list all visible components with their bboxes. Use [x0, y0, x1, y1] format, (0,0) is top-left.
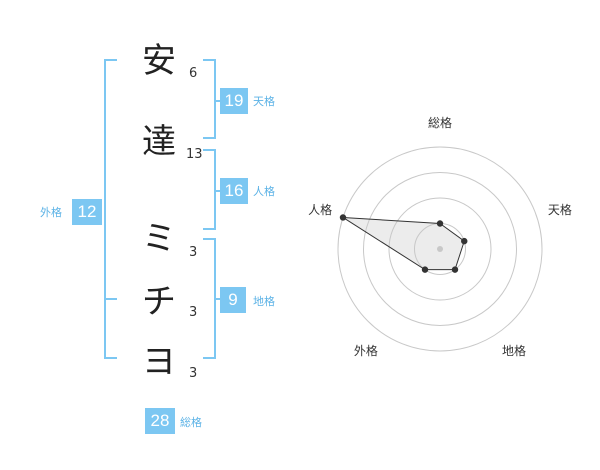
- tenkaku-bracket-vertical: [214, 59, 216, 139]
- chikaku-label: 地格: [253, 295, 275, 308]
- jinkaku-bracket-vertical: [214, 149, 216, 230]
- radar-ring-4: [337, 146, 543, 352]
- radar-ring-3: [363, 172, 517, 326]
- tenkaku-bracket-bottom: [203, 137, 216, 139]
- gaikaku-value: 12: [72, 199, 102, 225]
- radar-axis-label-1: 総格: [428, 115, 452, 130]
- stroke-count-4: 3: [189, 305, 198, 320]
- name-char-5: ヨ: [142, 342, 176, 382]
- tenkaku-value: 19: [220, 88, 248, 114]
- radar-center: [437, 246, 443, 252]
- outer-bracket-vertical: [104, 59, 106, 359]
- soukaku-label: 総格: [180, 416, 202, 429]
- chikaku-connector: [214, 298, 220, 300]
- tenkaku-connector: [214, 100, 220, 102]
- name-char-1: 安: [142, 41, 176, 81]
- radar-point-1: [436, 220, 444, 227]
- soukaku-value: 28: [145, 408, 175, 434]
- jinkaku-bracket-top: [203, 149, 216, 151]
- radar-area: [342, 216, 465, 271]
- radar-point-2: [461, 237, 468, 245]
- name-char-4: チ: [142, 282, 176, 322]
- stroke-count-3: 3: [189, 245, 198, 260]
- stroke-count-5: 3: [189, 366, 198, 381]
- name-char-3: ミ: [142, 219, 176, 259]
- radar-point-3: [451, 266, 459, 273]
- stroke-count-2: 13: [186, 147, 203, 162]
- tenkaku-label: 天格: [253, 95, 275, 108]
- name-char-2: 達: [142, 122, 176, 162]
- tenkaku-bracket-top: [203, 59, 216, 61]
- radar-point-5: [339, 214, 347, 221]
- outer-bracket-top: [104, 59, 117, 61]
- chikaku-value: 9: [220, 287, 246, 313]
- radar-ring-2: [388, 197, 492, 301]
- radar-axis-label-3: 地格: [502, 343, 526, 358]
- jinkaku-bracket-bottom: [203, 228, 216, 230]
- outer-bracket-mid: [104, 298, 117, 300]
- radar-axis-label-2: 天格: [548, 202, 572, 217]
- radar-axis-label-4: 外格: [354, 343, 378, 358]
- jinkaku-value: 16: [220, 178, 248, 204]
- chikaku-bracket-bottom: [203, 357, 216, 359]
- chikaku-bracket-top: [203, 238, 216, 240]
- jinkaku-label: 人格: [253, 185, 275, 198]
- gaikaku-label: 外格: [40, 206, 62, 219]
- radar-point-4: [421, 266, 429, 273]
- stroke-count-1: 6: [189, 66, 198, 81]
- radar-axis-label-5: 人格: [308, 202, 332, 217]
- outer-bracket-bottom: [104, 357, 117, 359]
- jinkaku-connector: [214, 190, 220, 192]
